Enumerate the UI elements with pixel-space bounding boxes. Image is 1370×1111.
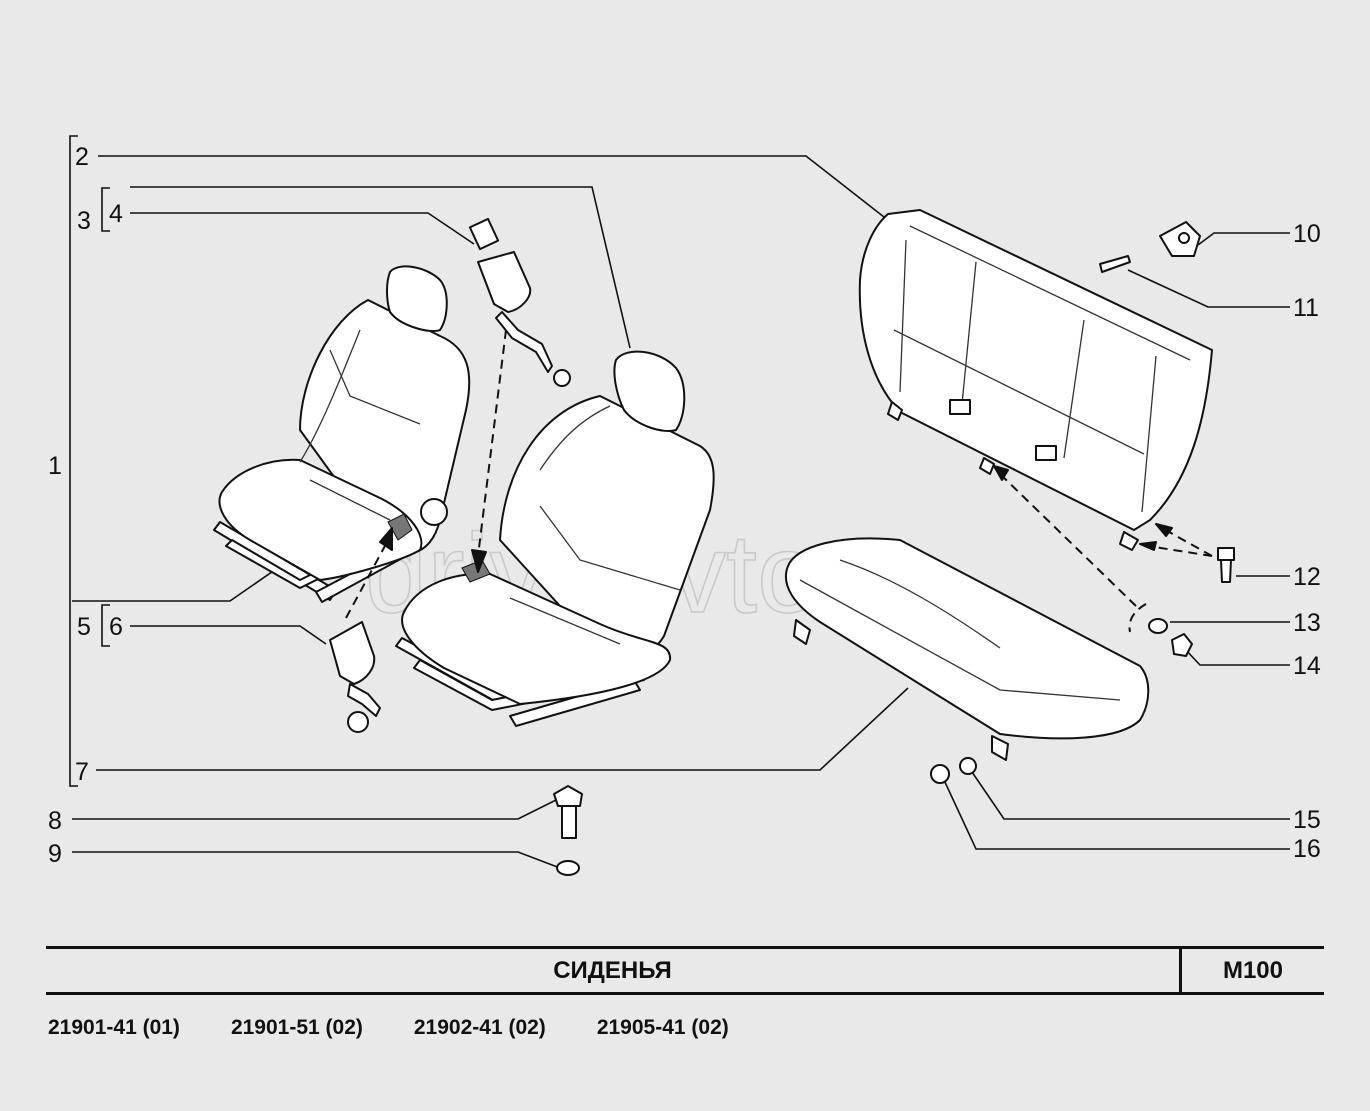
callout-12: 12 xyxy=(1293,563,1321,591)
nut-16 xyxy=(930,764,950,784)
hardware xyxy=(553,221,1235,876)
callout-14: 14 xyxy=(1293,652,1321,680)
callout-labels: 1 2 3 4 5 6 7 8 9 10 11 12 13 14 15 16 xyxy=(48,143,1321,868)
callout-10: 10 xyxy=(1293,220,1321,248)
rear-seat-cushion xyxy=(785,537,1150,761)
drawing-title: СИДЕНЬЯ xyxy=(553,956,672,984)
bolt-12-head xyxy=(1217,547,1235,561)
model-list: 21901-41 (01) 21901-51 (02) 21902-41 (02… xyxy=(48,1016,729,1040)
bracket-group-1 xyxy=(69,135,78,787)
group-brackets xyxy=(69,135,110,787)
leader-lines xyxy=(72,155,1290,869)
front-seat-right xyxy=(395,350,715,727)
washer-13 xyxy=(1148,618,1168,634)
callout-7: 7 xyxy=(75,758,89,786)
drawing-code: M100 xyxy=(1179,949,1324,992)
callout-11: 11 xyxy=(1293,294,1319,322)
callout-2: 2 xyxy=(75,143,89,171)
callout-3: 3 xyxy=(77,207,91,235)
callout-4: 4 xyxy=(109,200,123,228)
callout-8: 8 xyxy=(48,807,62,835)
callout-16: 16 xyxy=(1293,835,1321,863)
callout-5: 5 xyxy=(77,613,91,641)
model-code: 21905-41 (02) xyxy=(596,1016,729,1039)
bolt-8-head xyxy=(553,785,583,807)
nut-14 xyxy=(1171,633,1193,657)
callout-9: 9 xyxy=(48,840,62,868)
washer-15 xyxy=(959,757,977,775)
model-code: 21901-41 (01) xyxy=(48,1016,180,1039)
model-code: 21901-51 (02) xyxy=(230,1016,363,1039)
rear-seat-back xyxy=(858,209,1213,551)
title-block: СИДЕНЬЯ M100 xyxy=(46,946,1324,995)
callout-6: 6 xyxy=(109,613,123,641)
belt-buckle-lower xyxy=(329,621,381,733)
front-seat-left xyxy=(213,265,471,603)
screw-11 xyxy=(1099,255,1131,273)
exploded-view-drawing: driveavto 1 2 3 4 5 6 7 8 9 10 11 1 xyxy=(48,135,1321,876)
washer-9 xyxy=(556,860,580,876)
callout-13: 13 xyxy=(1293,609,1321,637)
callout-1: 1 xyxy=(48,452,62,480)
model-code: 21902-41 (02) xyxy=(413,1016,546,1039)
bracket-group-5 xyxy=(101,604,110,647)
assembly-arrows xyxy=(345,329,1213,633)
bracket-group-3 xyxy=(101,187,110,232)
belt-buckle-upper xyxy=(468,217,571,387)
callout-15: 15 xyxy=(1293,806,1321,834)
